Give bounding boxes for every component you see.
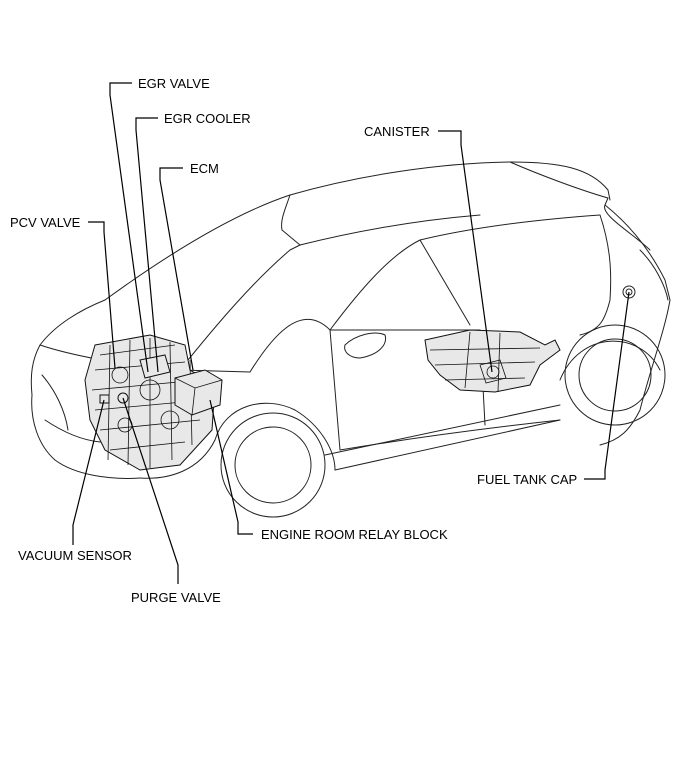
vacuum-sensor-leader [72, 399, 105, 545]
canister-leader [438, 130, 493, 373]
car-body-outline [30, 161, 671, 518]
label-pcv-valve: PCV VALVE [10, 215, 81, 230]
leader-lines [72, 82, 630, 584]
label-egr-cooler: EGR COOLER [164, 111, 251, 126]
fuel-tank-assembly [424, 329, 561, 393]
engine-room-relay-block-leader [209, 399, 253, 535]
label-engine-room-relay-block: ENGINE ROOM RELAY BLOCK [261, 527, 448, 542]
purge-valve-leader [122, 397, 179, 584]
egr-valve-leader [109, 82, 149, 373]
egr-cooler-leader [135, 117, 159, 373]
label-vacuum-sensor: VACUUM SENSOR [18, 548, 132, 563]
label-egr-valve: EGR VALVE [138, 76, 210, 91]
label-purge-valve: PURGE VALVE [131, 590, 221, 605]
label-fuel-tank-cap: FUEL TANK CAP [477, 472, 578, 487]
engine-assembly [84, 334, 223, 471]
fuel-tank-cap-leader [584, 291, 630, 480]
ecm-leader [159, 167, 194, 371]
label-canister: CANISTER [364, 124, 430, 139]
label-ecm: ECM [190, 161, 219, 176]
pcv-valve-leader [88, 221, 116, 369]
